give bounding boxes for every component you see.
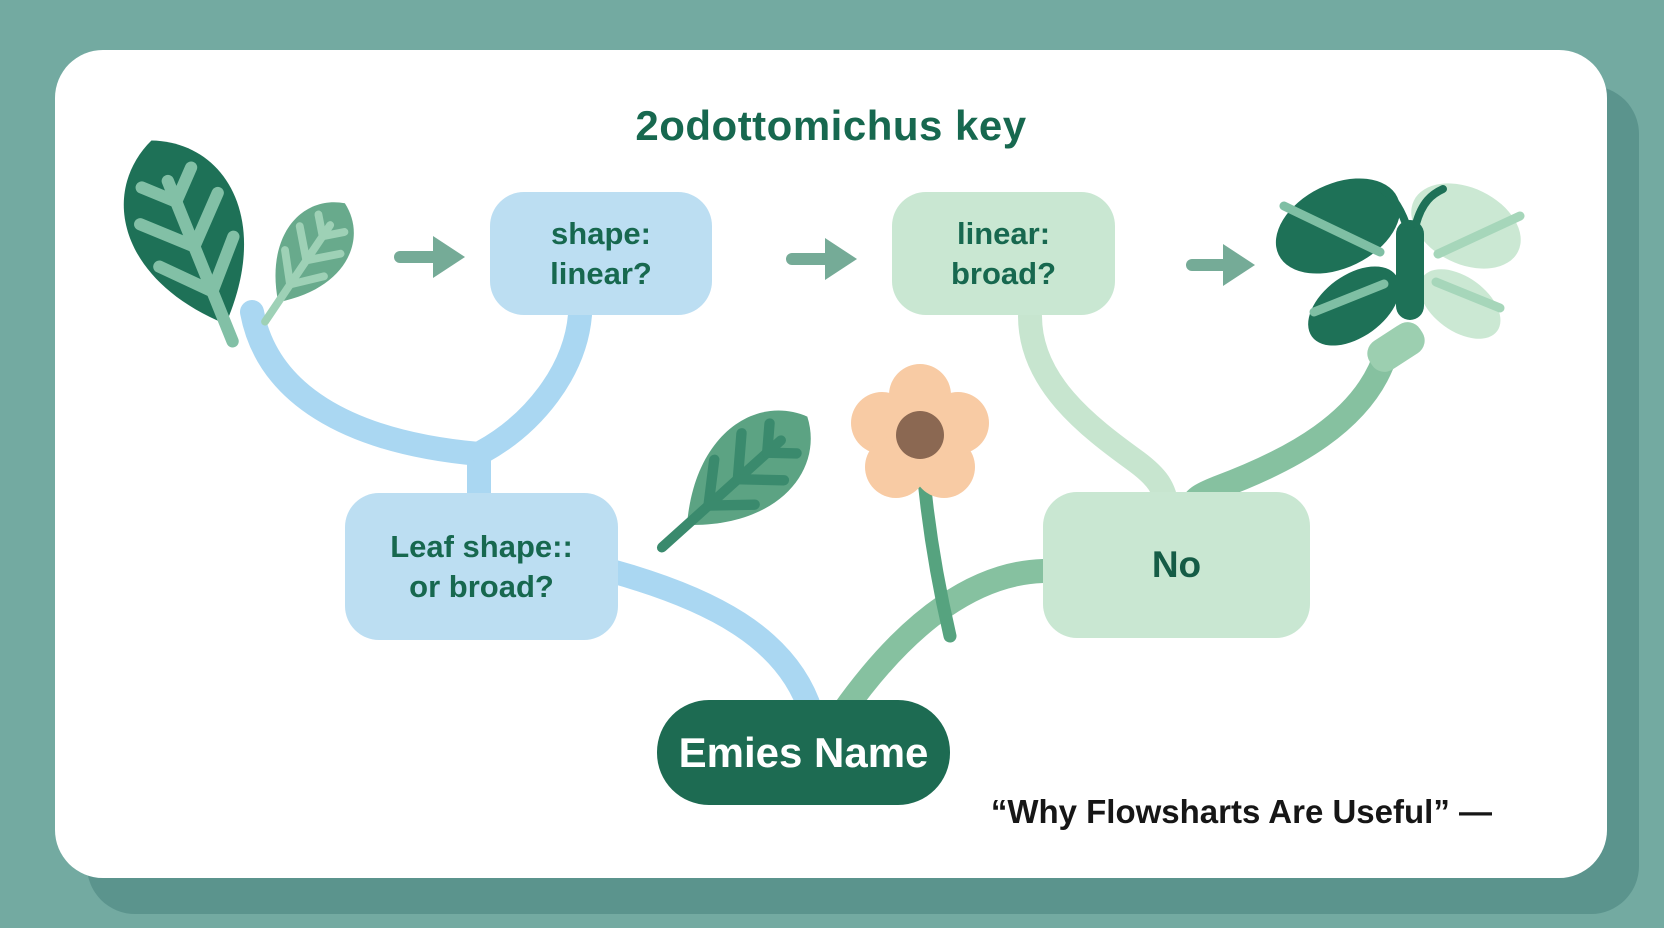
- connector-leafshape-to-result-node: [603, 560, 823, 724]
- arrow-right-icon: [394, 236, 465, 278]
- connector-linearbroad-to-no-node: [1018, 304, 1179, 520]
- node-text-line: or broad?: [409, 568, 554, 604]
- connector-butterfly-to-no-node: [1178, 338, 1399, 522]
- connector-shapelinear-to-leafshape-node: [470, 303, 592, 464]
- flowchart-node-result: Emies Name: [657, 700, 950, 805]
- flowchart-card: 2odottomichus key shape: linear? linear:…: [55, 50, 1607, 878]
- flowchart-node-leaf-shape: Leaf shape:: or broad?: [345, 493, 618, 640]
- caption-text: “Why Flowsharts Are Useful” —: [990, 793, 1492, 830]
- arrow-right-icon: [1186, 244, 1255, 286]
- node-text-line: shape:: [551, 215, 651, 251]
- flowchart-node-shape-linear: shape: linear?: [490, 192, 712, 315]
- butterfly-icon: [1275, 178, 1525, 372]
- node-text-line: No: [1151, 544, 1202, 586]
- node-text-line: Emies Name: [678, 728, 929, 776]
- leaf-icon: [656, 410, 811, 553]
- node-text-line: Leaf shape::: [390, 528, 573, 564]
- flower-icon: [851, 364, 989, 643]
- arrow-right-icon: [786, 238, 857, 280]
- node-text-line: linear:: [956, 215, 1051, 251]
- dark-leaf-icon: [123, 140, 244, 348]
- node-text-line: broad?: [950, 255, 1057, 291]
- node-text-line: linear?: [550, 255, 652, 291]
- connector-leaf-to-leafshape-node: [240, 300, 491, 514]
- diagram-title: 2odottomichus key: [635, 102, 1027, 149]
- flowchart-node-linear-broad: linear: broad?: [892, 192, 1115, 315]
- flowchart-artwork: [123, 140, 1525, 724]
- light-leaf-icon: [261, 202, 354, 326]
- flowchart-node-no: No: [1043, 492, 1310, 638]
